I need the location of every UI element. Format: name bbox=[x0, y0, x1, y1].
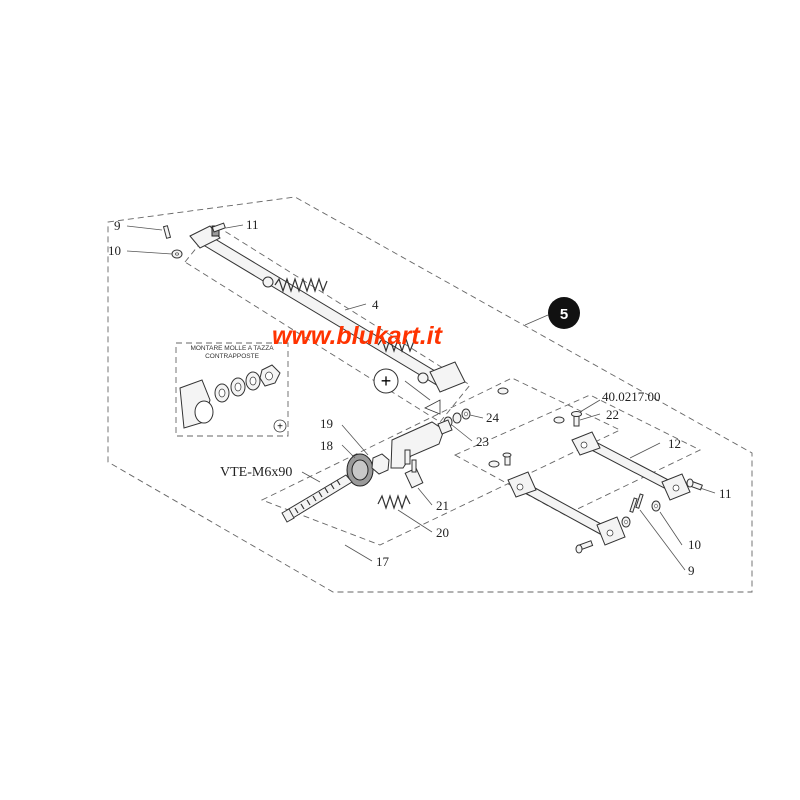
tie-rod-nut bbox=[417, 372, 429, 384]
tie-rod-spring-upper bbox=[274, 277, 328, 293]
threaded-rod-vte bbox=[281, 474, 353, 523]
part-40-0217-00-bolt bbox=[553, 411, 582, 427]
part-9-pin-top bbox=[162, 225, 172, 239]
inset-detail-box bbox=[175, 342, 289, 437]
label-24: 24 bbox=[486, 410, 500, 425]
part-12-link-upper bbox=[571, 431, 691, 501]
svg-text:+: + bbox=[277, 422, 283, 433]
assembly-boundary bbox=[107, 196, 753, 593]
part-4-tie-rod bbox=[189, 225, 466, 393]
part-19-nut bbox=[371, 453, 390, 475]
detail-arrowhead bbox=[424, 399, 441, 415]
inset-note-line-1: MONTARE MOLLE A TAZZA bbox=[190, 345, 274, 352]
part-18-knob bbox=[346, 453, 374, 487]
label-10-bottom: 10 bbox=[688, 537, 701, 552]
part-11-bolt-right bbox=[686, 478, 703, 491]
label-11-top: 11 bbox=[246, 217, 259, 232]
detail-arrow bbox=[404, 380, 431, 401]
watermark-text: www.blukart.it bbox=[272, 322, 444, 350]
inset-bracket bbox=[179, 379, 214, 429]
label-22: 22 bbox=[606, 407, 619, 422]
label-23: 23 bbox=[476, 434, 489, 449]
part-11-bolt-top bbox=[211, 222, 226, 233]
pin-link-lower bbox=[575, 540, 594, 554]
label-9-bottom: 9 bbox=[688, 563, 695, 578]
washer-small-lower bbox=[488, 460, 500, 468]
label-40-0217-00: 40.0217.00 bbox=[602, 389, 661, 404]
label-18: 18 bbox=[320, 438, 333, 453]
tie-rod-collar bbox=[262, 276, 274, 288]
part-10-washer-bottom bbox=[621, 500, 661, 528]
part-12-link-lower bbox=[507, 471, 626, 546]
group-badge-circle bbox=[548, 297, 580, 329]
tie-rod-spring-lower bbox=[377, 337, 415, 353]
leader-lines bbox=[126, 224, 716, 571]
label-20: 20 bbox=[436, 525, 449, 540]
washer-small-upper bbox=[497, 387, 509, 395]
label-4: 4 bbox=[372, 297, 379, 312]
label-19: 19 bbox=[320, 416, 333, 431]
label-12: 12 bbox=[668, 436, 681, 451]
adjuster-fork-bracket bbox=[390, 419, 453, 469]
svg-text:+: + bbox=[381, 371, 392, 391]
part-9-pin-bottom bbox=[629, 493, 644, 513]
adjuster-group-boundary bbox=[260, 377, 622, 546]
part-20-spring bbox=[377, 494, 411, 510]
group-badge-number: 5 bbox=[560, 306, 568, 323]
label-9-top: 9 bbox=[114, 218, 121, 233]
label-10-top: 10 bbox=[108, 243, 121, 258]
inset-note-line-2: CONTRAPPOSTE bbox=[205, 353, 259, 360]
part-10-washer-top bbox=[171, 249, 183, 259]
inset-plus-marker: + bbox=[273, 419, 287, 433]
inset-cup-springs bbox=[214, 364, 281, 403]
label-17: 17 bbox=[376, 554, 390, 569]
detail-plus-marker: + bbox=[373, 368, 399, 394]
label-11-right: 11 bbox=[719, 486, 732, 501]
pin-small-center bbox=[502, 452, 512, 466]
label-vte-m6x90: VTE-M6x90 bbox=[220, 465, 292, 480]
label-21: 21 bbox=[436, 498, 449, 513]
group-badge: 5 bbox=[524, 297, 580, 329]
part-21-threaded-pin bbox=[404, 459, 424, 489]
